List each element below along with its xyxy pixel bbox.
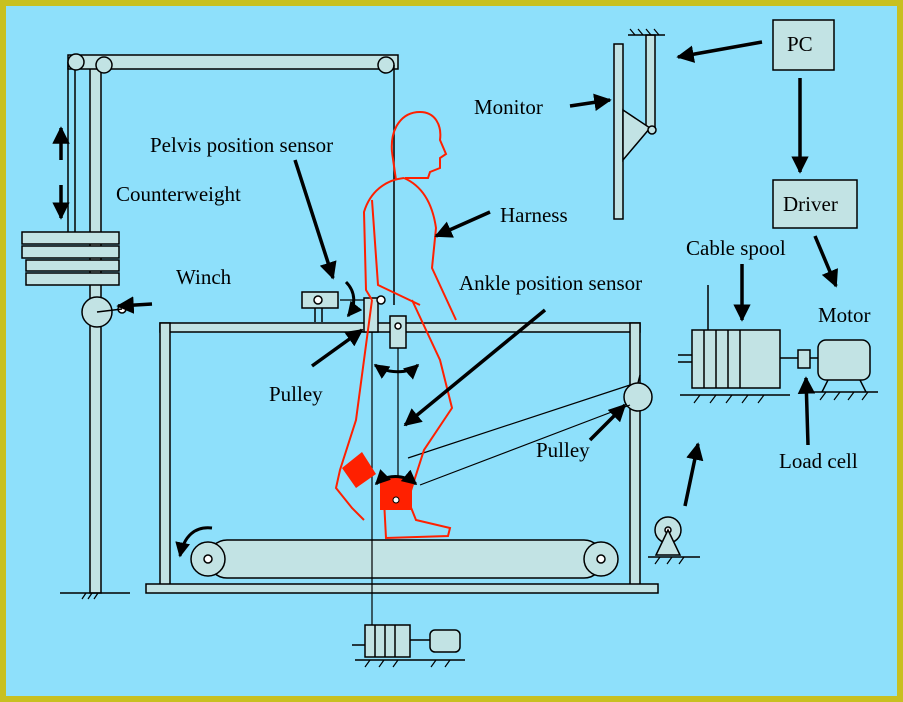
pelvis-sensor-label: Pelvis position sensor xyxy=(150,133,334,157)
monitor-label: Monitor xyxy=(474,95,543,119)
front-ankle-pad xyxy=(380,478,412,510)
arrow-icon xyxy=(588,403,627,442)
ankle-sensor-label: Ankle position sensor xyxy=(459,271,643,295)
ankle-sensor xyxy=(389,315,407,349)
rear-ankle-pad xyxy=(342,452,376,488)
motor-icon xyxy=(429,629,461,653)
arrow-icon xyxy=(310,328,364,368)
motor-label: Motor xyxy=(818,303,871,327)
arrow-icon xyxy=(403,308,547,427)
top-pulley-left xyxy=(67,53,85,71)
belt-direction-arrow xyxy=(175,526,213,558)
arrow-icon xyxy=(569,93,612,111)
arrow-icon xyxy=(813,235,838,288)
cable-spool xyxy=(691,329,781,389)
lower-cable-spool xyxy=(364,624,411,658)
treadmill-belt xyxy=(207,539,604,579)
driver-label: Driver xyxy=(783,192,838,216)
counterweight-plate xyxy=(25,259,120,272)
arrow-icon xyxy=(683,442,704,507)
frame-leg-left xyxy=(159,322,171,586)
load-cell-label: Load cell xyxy=(779,449,858,473)
pulley-label-right: Pulley xyxy=(536,438,590,462)
counterweight-label: Counterweight xyxy=(116,182,241,206)
cable-spool-label: Cable spool xyxy=(686,236,786,260)
pulley-label-left: Pulley xyxy=(269,382,323,406)
driver-box xyxy=(772,179,858,229)
arrow-icon xyxy=(797,376,816,446)
rotation-arrow xyxy=(374,469,418,486)
counterweight-plate xyxy=(25,272,120,286)
arrow-icon xyxy=(676,40,763,63)
load-cell xyxy=(797,349,811,369)
arrow-icon xyxy=(293,159,337,280)
treadmill-base xyxy=(145,583,659,594)
motor-icon xyxy=(817,339,871,381)
rotation-arrow xyxy=(344,280,363,318)
rotation-arrow xyxy=(373,363,420,380)
monitor-icon xyxy=(622,108,652,163)
pc-label: PC xyxy=(787,32,813,56)
pulley-icon xyxy=(623,382,653,412)
harness-label: Harness xyxy=(500,203,568,227)
counterweight-plate xyxy=(21,245,120,259)
monitor-stand xyxy=(613,43,624,220)
top-pulley-right xyxy=(377,56,395,74)
monitor-arm xyxy=(645,34,656,131)
winch-label: Winch xyxy=(176,265,232,289)
arrow-icon xyxy=(434,210,491,238)
frame-leg-right xyxy=(629,322,641,586)
top-pulley-mid xyxy=(95,56,113,74)
overhead-beam xyxy=(67,54,399,70)
counterweight-plate xyxy=(21,231,120,245)
pc-box xyxy=(772,19,835,71)
arrow-icon xyxy=(116,296,153,314)
